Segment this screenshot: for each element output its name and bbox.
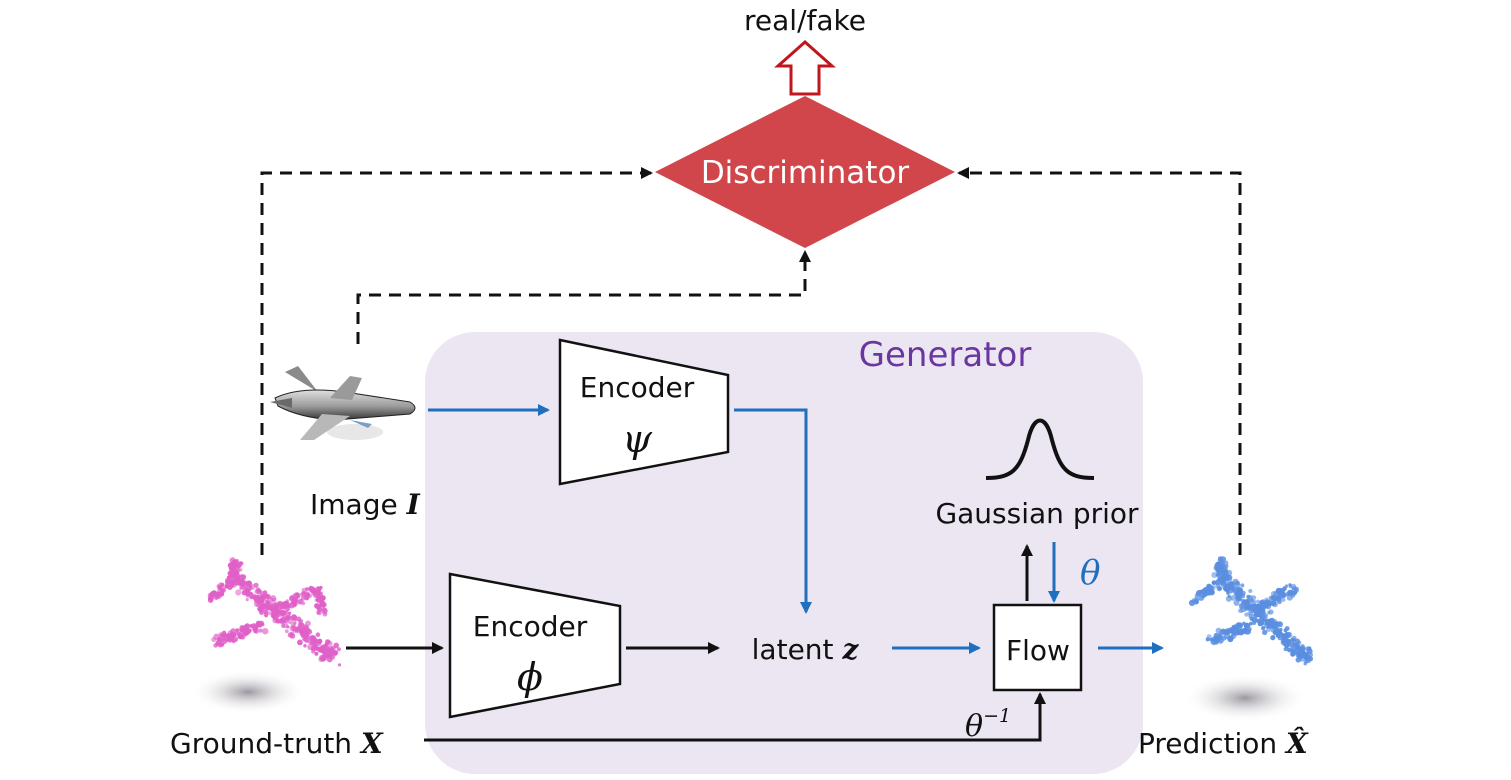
airplane-image-icon xyxy=(270,366,416,440)
gaussian-prior-label: Gaussian prior xyxy=(935,497,1139,530)
output-arrow xyxy=(774,39,836,96)
dashed-gt-to-discriminator xyxy=(260,167,653,555)
encoder-psi-symbol: ψ xyxy=(622,417,653,461)
encoder-psi-label: Encoder xyxy=(580,371,695,404)
dashed-pred-to-discriminator xyxy=(957,167,1242,555)
theta-inverse-label: θ−1 xyxy=(965,705,1011,744)
flow-box xyxy=(992,603,1083,692)
generator-label: Generator xyxy=(859,335,1032,375)
encoder-phi-label: Encoder xyxy=(473,610,588,643)
encoder-phi-symbol: ϕ xyxy=(517,655,543,699)
encoder-psi xyxy=(558,338,730,486)
prediction-label: Prediction X̂ xyxy=(1138,727,1309,760)
arrow-gt-to-flow-inverse xyxy=(424,692,1046,742)
encoder-phi xyxy=(448,572,622,719)
theta-label: θ xyxy=(1080,553,1100,593)
flow-label: Flow xyxy=(1006,634,1070,667)
ground-truth-label: Ground-truth X xyxy=(170,727,384,760)
generator-box xyxy=(425,332,1143,774)
prediction-point-cloud-icon xyxy=(1183,556,1314,722)
discriminator-label: Discriminator xyxy=(701,155,910,191)
real-fake-label: real/fake xyxy=(744,4,866,37)
latent-z-label: latent z xyxy=(752,633,860,666)
arrow-encoder-psi-to-latent xyxy=(734,408,812,614)
image-label: Image I xyxy=(310,488,421,521)
ground-truth-point-cloud-icon xyxy=(190,557,342,714)
dashed-image-to-discriminator xyxy=(356,250,811,344)
discriminator-diamond xyxy=(655,96,955,248)
gaussian-curve-icon xyxy=(985,418,1095,480)
